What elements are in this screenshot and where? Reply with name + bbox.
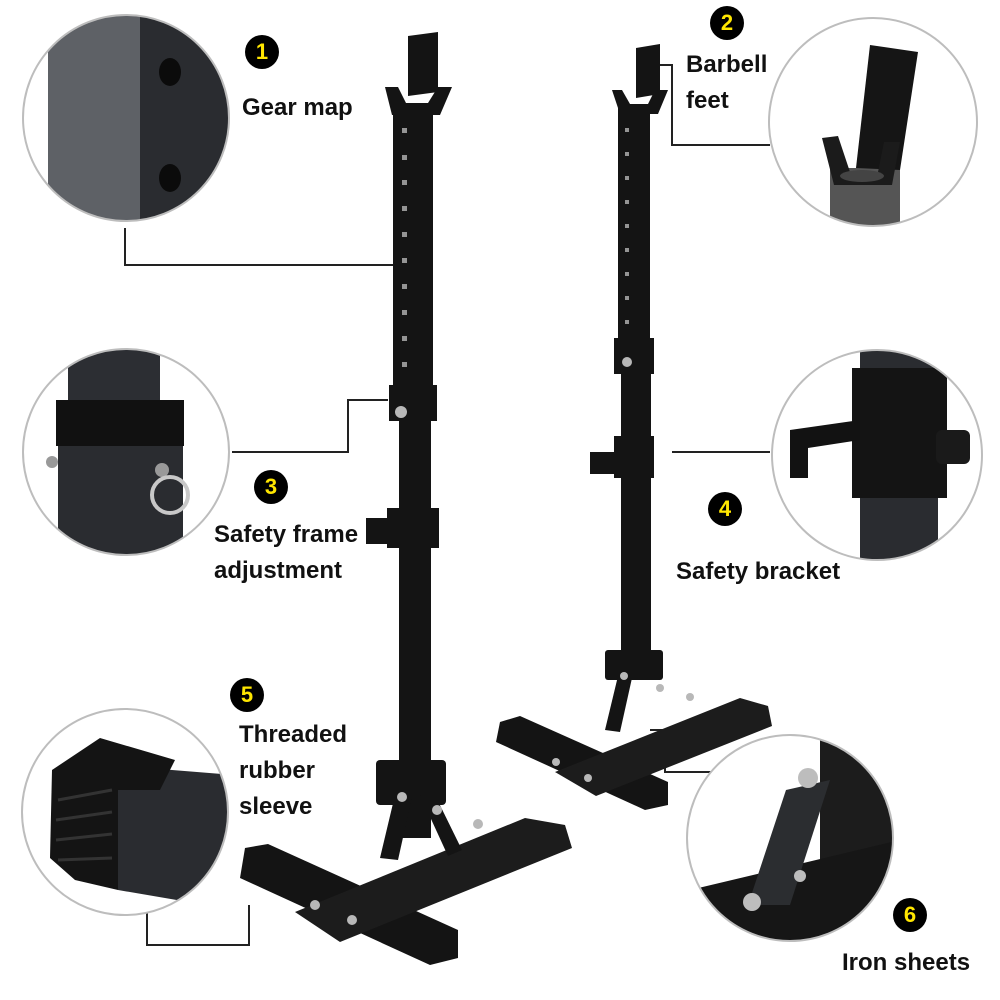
right-upright-holes (625, 128, 629, 324)
callout-label-safety-bracket: Safety bracket (676, 554, 840, 590)
detail-circle-barbell-feet (768, 17, 978, 227)
callout-number-5: 5 (230, 678, 264, 712)
callout-number-4: 4 (708, 492, 742, 526)
left-squat-stand (240, 32, 572, 965)
right-squat-stand (496, 44, 772, 810)
callout-number-1: 1 (245, 35, 279, 69)
callout-label-line: Iron sheets (842, 949, 971, 976)
callout-label-threaded-rubber-sleeve: Threaded rubber sleeve (239, 717, 347, 825)
left-stand-bolts (310, 406, 483, 925)
callout-label-line: rubber (239, 757, 316, 784)
detail-circle-safety-frame-adjustment (22, 348, 230, 556)
callout-label-barbell-feet: Barbell feet (686, 47, 767, 119)
callout-label-line: Gear map (242, 94, 353, 121)
detail-circle-gear-map (22, 14, 230, 222)
left-upright-holes (402, 128, 407, 367)
detail-circle-iron-sheets (686, 734, 894, 942)
callout-label-gear-map: Gear map (242, 90, 353, 126)
callout-number-2: 2 (710, 6, 744, 40)
callout-label-line: adjustment (214, 557, 343, 584)
detail-circle-safety-bracket (771, 349, 983, 561)
callout-label-line: sleeve (239, 793, 313, 820)
callout-label-line: feet (686, 87, 729, 114)
callout-label-line: Threaded (239, 721, 348, 748)
callout-number-3: 3 (254, 470, 288, 504)
right-stand-bolts (552, 357, 694, 782)
callout-number-6: 6 (893, 898, 927, 932)
callout-label-line: Safety bracket (676, 558, 841, 585)
callout-label-iron-sheets: Iron sheets (842, 945, 970, 981)
callout-label-line: Safety frame (214, 521, 359, 548)
callout-label-line: Barbell (686, 51, 768, 78)
callout-label-safety-frame-adjustment: Safety frame adjustment (214, 517, 358, 589)
detail-circle-threaded-rubber-sleeve (21, 708, 229, 916)
